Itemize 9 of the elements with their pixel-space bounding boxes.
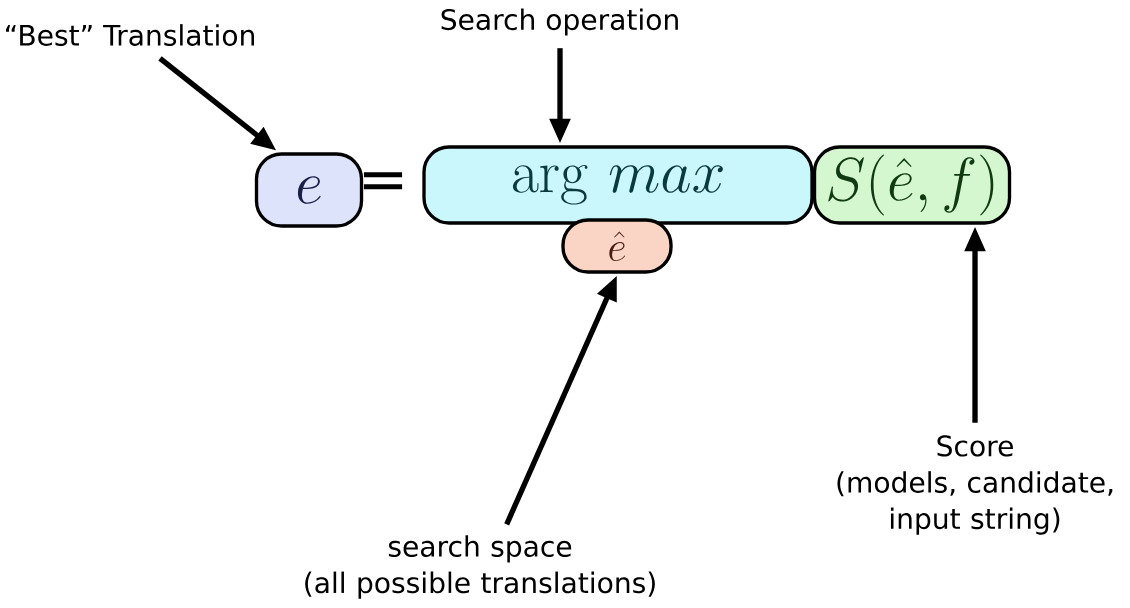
formula-box: $S(\hat{e}, f)$ — [812, 145, 1012, 225]
formula-box: $\hat{e}$ — [561, 218, 673, 274]
formula-box: $\mathrm{arg}\ max$ — [422, 145, 814, 225]
equals-sign: = — [363, 172, 403, 190]
annotation-text: “Best” Translation — [6, 24, 254, 46]
annotation-text: search space (all possible translations) — [305, 535, 655, 599]
formula-box: $e$ — [254, 152, 364, 228]
annotation-text: Search operation — [441, 8, 678, 36]
annotation-text: Score (models, candidate, input string) — [837, 435, 1113, 535]
